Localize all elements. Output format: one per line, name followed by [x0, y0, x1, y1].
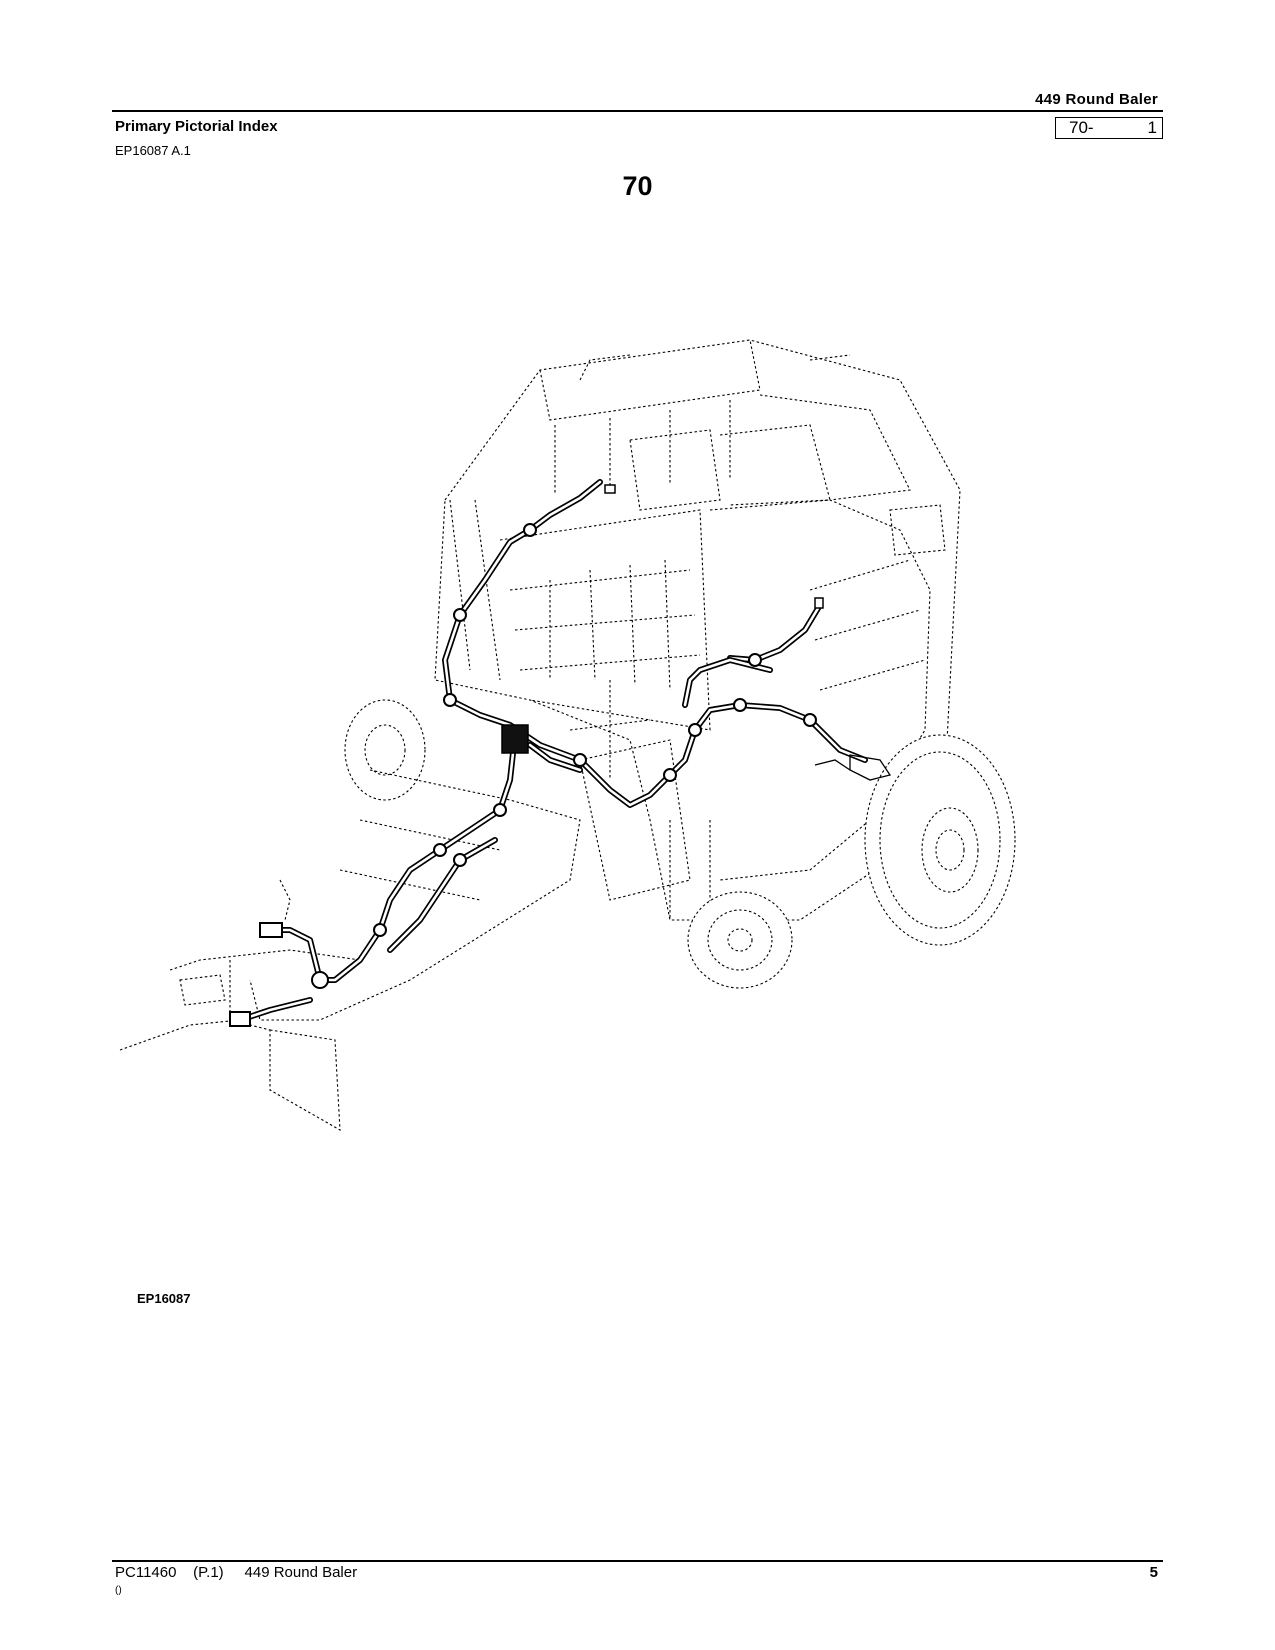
section-title: Primary Pictorial Index [115, 118, 278, 135]
illustration-code: EP16087 A.1 [115, 143, 191, 158]
figure-label: EP16087 [137, 1291, 191, 1306]
baler-tongue [119, 769, 581, 1131]
page-box-number: 1 [1147, 118, 1157, 137]
page-reference-box: 70- 1 [1055, 117, 1163, 139]
baler-wiring-illustration [119, 339, 1016, 1131]
footer-rule [112, 1560, 1163, 1562]
footer-page-number: 5 [1149, 1564, 1158, 1581]
baler-outline [434, 339, 961, 921]
page-box-section: 70- [1069, 118, 1094, 137]
section-number: 70 [622, 171, 653, 201]
wiring-harness [229, 479, 892, 1027]
document-title: 449 Round Baler [1035, 91, 1158, 108]
header-rule [112, 110, 1163, 112]
baler-wheels [344, 699, 1016, 989]
footer-note: () [115, 1585, 122, 1596]
footer-catalog-info: PC11460 (P.1) 449 Round Baler [115, 1564, 358, 1581]
